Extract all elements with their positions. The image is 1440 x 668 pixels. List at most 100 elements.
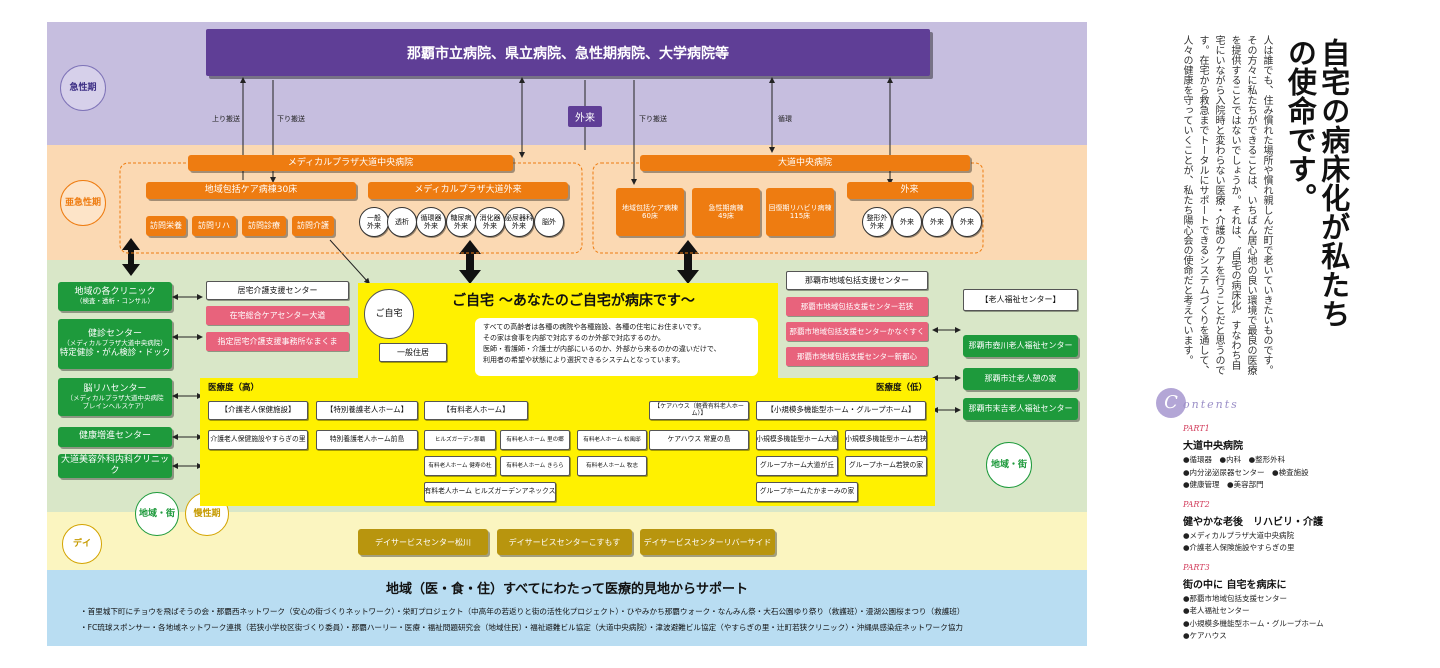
clinic-circle: 透析 (387, 207, 417, 237)
facility-item: 有料老人ホーム 里の郷 (500, 430, 570, 450)
left-clinic-sub: （メディカルプラザ大道中央病院） (63, 339, 167, 348)
bottom-title: 地域（医・食・住）すべてにわたって医療的見地からサポート (386, 582, 748, 597)
facility-item: 小規模多機能型ホーム若狭 (845, 430, 927, 450)
home-care-support-title: 居宅介護支援センター (206, 281, 349, 300)
odo-clinic-circle: 外来 (922, 207, 952, 237)
part-item: ●老人福祉センター (1183, 606, 1250, 615)
care-high-label: 医療度（高） (208, 383, 260, 393)
left-clinic-name: 健康増進センター (78, 431, 151, 442)
label-down-transport-2: 下り搬送 (639, 115, 667, 123)
odo-clinic-circle: 外来 (892, 207, 922, 237)
label-up-transport: 上り搬送 (212, 115, 240, 123)
odo-hospital-outpatient: 外来 (847, 182, 972, 199)
facility-item: グループホーム若狭の家 (845, 456, 927, 476)
band-label-community-left: 地域・街 (135, 492, 179, 536)
top-banner-text: 那覇市立病院、県立病院、急性期病院、大学病院等 (407, 45, 729, 62)
clinic-circle: 消化器 外来 (475, 207, 505, 237)
left-clinic-sub: （メディカルプラザ大道中央病院 ブレインヘルスケア） (66, 393, 164, 410)
left-clinic-box: 健診センター（メディカルプラザ大道中央病院）特定健診・がん検診・ドック (58, 319, 172, 369)
odo-clinic-circle: 外来 (952, 207, 982, 237)
home-service-item: 訪問リハ (192, 216, 236, 236)
day-service-item: デイサービスセンターリバーサイド (640, 529, 775, 555)
home-service-item: 訪問栄養 (146, 216, 186, 236)
facility-item: ヒルズガーデン那覇 (424, 430, 496, 450)
facility-item: ケアハウス 常夏の島 (649, 430, 749, 450)
medical-plaza-title: メディカルプラザ大道中央病院 (188, 155, 513, 171)
home-title: ご自宅 ～あなたのご自宅が病床です～ (452, 293, 695, 309)
contents-logo: C ontents (1156, 388, 1276, 418)
care-low-label: 医療度（低） (876, 383, 928, 393)
part-item: ●ケアハウス (1183, 631, 1227, 640)
facility-item: 小規模多機能型ホーム大道 (756, 430, 838, 450)
odo-ward: 急性期病棟 49床 (692, 188, 760, 236)
facility-category: 【ケアハウス（軽費有料老人ホーム）】 (649, 401, 749, 420)
part-label: PART3 (1183, 562, 1210, 572)
part-item: ●メディカルプラザ大道中央病院 (1183, 530, 1295, 540)
day-service-item: デイサービスセンターこすもす (497, 529, 632, 555)
regional-support-item: 那覇市地域包括支援センターかなぐすく (786, 322, 928, 341)
band-label-community-right: 地域・街 (986, 442, 1032, 488)
general-housing: 一般住居 (379, 343, 447, 362)
home-care-center-1: 在宅総合ケアセンター大道 (206, 306, 349, 325)
odo-ward: 回復期リハビリ病棟 115床 (766, 188, 834, 236)
clinic-circle: 糖尿病 外来 (446, 207, 476, 237)
contents-c-circle: C (1156, 388, 1186, 418)
facility-item: 介護老人保健施設やすらぎの里 (208, 430, 308, 450)
medical-plaza-outpatient: メディカルプラザ大道外来 (368, 182, 568, 199)
home-care-center-2: 指定居宅介護支援事務所なまくま (206, 332, 349, 351)
facility-item: 有料老人ホーム 牧志 (577, 456, 647, 476)
right-body: 人は誰でも、住み慣れた場所や慣れ親しんだ町で老いていきたいものです。その方々に私… (1181, 35, 1272, 375)
odo-hospital-title: 大道中央病院 (640, 155, 970, 171)
outpatient-top: 外来 (568, 106, 602, 127)
clinic-circle: 一般 外来 (359, 207, 389, 237)
bottom-line-2: ・FC琉球スポンサー・各地域ネットワーク連携（若狭小学校区街づくり委員）・那覇ハ… (80, 623, 963, 632)
band-label-subacute: 亜急性期 (60, 180, 106, 226)
elderly-welfare-item: 那覇市辻老人憩の家 (963, 368, 1078, 390)
band-label-acute: 急性期 (60, 65, 106, 111)
odo-ward: 地域包括ケア病棟 60床 (616, 188, 684, 236)
left-clinic-name: 大道美容外科内科クリニック (60, 454, 169, 476)
left-clinic-box: 健康増進センター (58, 427, 172, 447)
part-item: ●健康管理 ●美容部門 (1183, 480, 1264, 489)
home-service-item: 訪問介護 (292, 216, 334, 236)
facility-item: 有料老人ホーム ヒルズガーデンアネックス (424, 482, 556, 502)
contents-text: ontents (1183, 398, 1239, 411)
part-label: PART1 (1183, 424, 1210, 433)
part-item: ●内分泌泌尿器センター ●検査施設 (1183, 467, 1309, 477)
left-clinic-name-2: 特定健診・がん検診・ドック (59, 348, 171, 359)
left-clinic-name: 健診センター (87, 329, 142, 340)
part-item: ●那覇市地域包括支援センター (1183, 593, 1288, 603)
facility-item: 有料老人ホーム きらら (500, 456, 570, 476)
top-banner: 那覇市立病院、県立病院、急性期病院、大学病院等 (206, 29, 930, 76)
home-service-item: 訪問診療 (242, 216, 286, 236)
clinic-circle: 泌尿器科 外来 (504, 207, 534, 237)
facility-category: 【小規模多機能型ホーム・グループホーム】 (756, 401, 926, 420)
part-item: ●介護老人保険施設やすらぎの里 (1183, 543, 1295, 552)
part-item: ●循環器 ●内科 ●整形外科 (1183, 455, 1286, 464)
regional-support-item: 那覇市地域包括支援センター新都心 (786, 347, 928, 366)
facility-item: 特別養護老人ホーム前島 (316, 430, 418, 450)
part-title: 街の中に 自宅を病床に (1183, 579, 1287, 591)
facility-category: 【有料老人ホーム】 (424, 401, 528, 420)
label-cycle: 循環 (778, 115, 792, 123)
medical-plaza-ward: 地域包括ケア病棟30床 (146, 182, 356, 199)
facility-item: グループホームたかまーみの家 (756, 482, 858, 502)
facility-item: 有料老人ホーム 松風邸 (577, 430, 647, 450)
left-clinic-name: 脳リハセンター (83, 383, 147, 394)
elderly-welfare-item: 那覇市末吉老人福祉センター (963, 398, 1078, 420)
clinic-circle: 循環器 外来 (416, 207, 446, 237)
facility-item: 有料老人ホーム 健寿の杜 (424, 456, 496, 476)
part-title: 健やかな老後 リハビリ・介護 (1183, 516, 1323, 528)
band-bottom (47, 570, 1087, 646)
left-clinic-box: 大道美容外科内科クリニック (58, 454, 172, 478)
home-circle: ご自宅 (364, 289, 414, 339)
part-item: ●小規模多機能型ホーム・グループホーム (1183, 618, 1324, 628)
clinic-circle: 脳外 (534, 207, 564, 237)
facility-item: グループホーム大道が丘 (756, 456, 838, 476)
regional-support-item: 那覇市地域包括支援センター若狭 (786, 297, 928, 316)
elderly-welfare-title: 【老人福祉センター】 (963, 289, 1078, 311)
part-label: PART2 (1183, 499, 1210, 509)
odo-clinic-circle: 整形外 外来 (862, 207, 892, 237)
part-title: 大道中央病院 (1183, 441, 1243, 452)
left-clinic-box: 脳リハセンター（メディカルプラザ大道中央病院 ブレインヘルスケア） (58, 378, 172, 416)
